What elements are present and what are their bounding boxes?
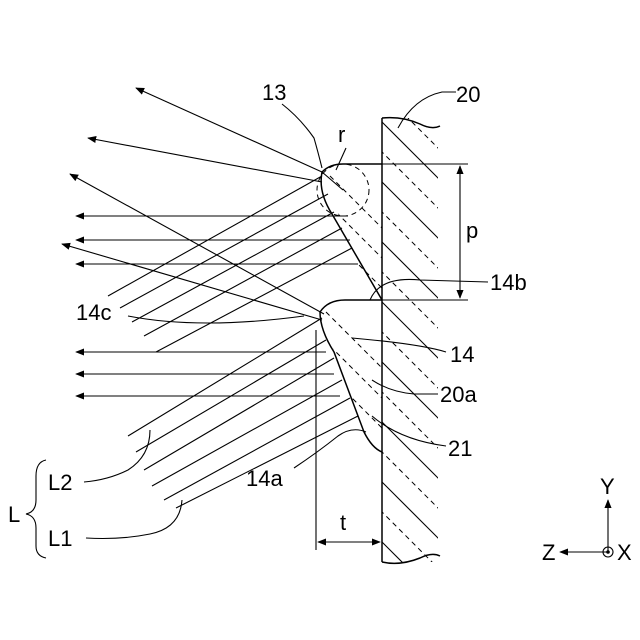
incoming-light-rays	[108, 176, 358, 508]
coordinate-axes	[560, 500, 613, 557]
label-14c: 14c	[76, 300, 111, 325]
leader-L1	[86, 500, 182, 539]
label-20a: 20a	[440, 382, 477, 407]
label-20: 20	[456, 82, 480, 107]
label-r: r	[338, 122, 345, 147]
label-Z: Z	[542, 540, 555, 565]
label-21: 21	[448, 436, 472, 461]
L-brace	[26, 460, 46, 558]
leader-14	[352, 338, 446, 352]
label-14a: 14a	[246, 466, 283, 491]
plate-top-break-line	[382, 118, 440, 128]
label-t: t	[340, 510, 346, 535]
leader-21	[372, 416, 446, 446]
leader-13	[282, 104, 322, 168]
label-p: p	[466, 218, 478, 243]
leader-14c	[128, 316, 304, 323]
label-L: L	[8, 502, 20, 527]
prism-upper	[321, 164, 382, 300]
scattered-rays	[62, 88, 324, 320]
label-L1: L1	[48, 526, 72, 551]
leader-r	[336, 148, 346, 170]
radius-line	[322, 172, 343, 190]
prism-lower	[320, 300, 382, 452]
leader-20	[398, 92, 456, 128]
label-X: X	[617, 540, 632, 565]
label-14: 14	[450, 342, 474, 367]
label-13: 13	[262, 80, 286, 105]
label-14b: 14b	[490, 270, 527, 295]
label-L2: L2	[48, 470, 72, 495]
label-Y: Y	[600, 474, 615, 499]
leader-L2	[84, 430, 150, 482]
leader-14a	[294, 430, 366, 468]
